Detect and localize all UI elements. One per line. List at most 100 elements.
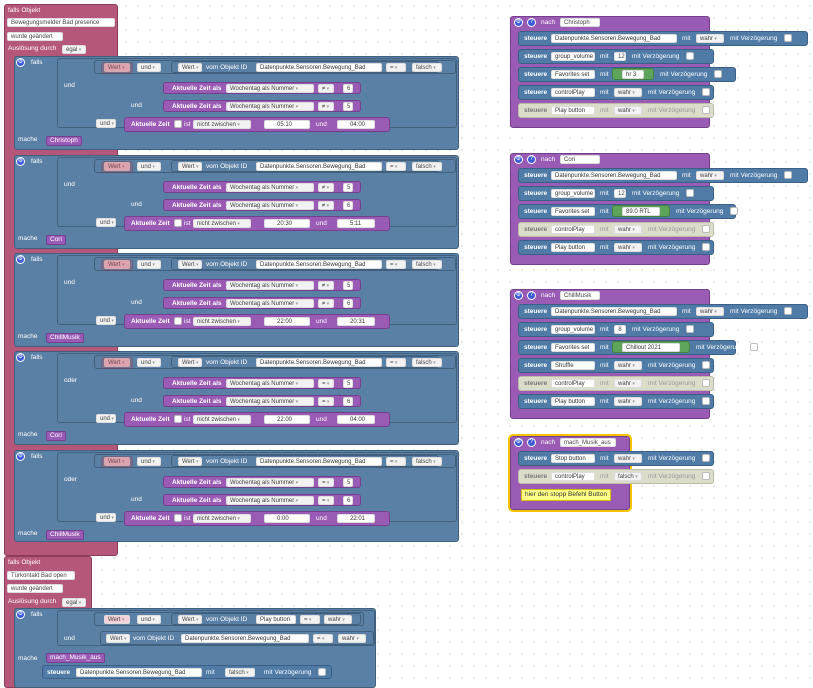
boolean-dropdown[interactable]: falsch bbox=[412, 260, 442, 269]
target-field[interactable]: Play button bbox=[551, 397, 595, 406]
weekday-dropdown[interactable]: Wochentag als Nummer bbox=[226, 379, 314, 388]
operator-dropdown[interactable]: ≠ bbox=[318, 183, 334, 192]
gear-icon[interactable]: ⚙ bbox=[16, 255, 25, 264]
value-dropdown[interactable]: Wert bbox=[104, 260, 130, 269]
checkbox[interactable] bbox=[174, 317, 182, 325]
gear-icon[interactable]: ⚙ bbox=[16, 452, 25, 461]
time-end-field[interactable]: 5:11 bbox=[337, 219, 375, 228]
checkbox[interactable] bbox=[174, 415, 182, 423]
event-object-field[interactable]: Bewegungsmelder Bad presence bbox=[7, 18, 115, 27]
weekday-dropdown[interactable]: Wochentag als Nummer bbox=[226, 84, 314, 93]
checkbox[interactable] bbox=[702, 472, 710, 480]
object-id-field[interactable]: Datenpunkte.Sensoren.Bewegung_Bad bbox=[181, 634, 309, 643]
object-id-field[interactable]: Play button bbox=[256, 615, 296, 624]
logic-dropdown[interactable]: und bbox=[96, 513, 116, 522]
number-field[interactable]: 6 bbox=[343, 397, 353, 406]
function-call-4[interactable]: ChillMusik bbox=[46, 530, 84, 540]
time-end-field[interactable]: 04:00 bbox=[337, 415, 375, 424]
logic-dropdown[interactable]: und bbox=[96, 119, 116, 128]
target-field[interactable]: Shuffle bbox=[551, 361, 595, 370]
checkbox[interactable] bbox=[784, 171, 792, 179]
value-dropdown[interactable]: wahr bbox=[614, 454, 642, 463]
function-call-1[interactable]: Cori bbox=[46, 235, 66, 245]
value-dropdown[interactable]: falsch bbox=[614, 472, 642, 481]
number-field[interactable]: 5 bbox=[343, 102, 353, 111]
und-dropdown[interactable]: und bbox=[137, 457, 161, 466]
checkbox[interactable] bbox=[714, 70, 722, 78]
operator-dropdown[interactable]: ≠ bbox=[318, 299, 334, 308]
time-between-block[interactable] bbox=[124, 117, 390, 132]
number-field[interactable]: 5 bbox=[343, 478, 353, 487]
target-field[interactable]: Stop button bbox=[551, 454, 595, 463]
time-end-field[interactable]: 04:00 bbox=[337, 120, 375, 129]
operator-dropdown[interactable]: ≠ bbox=[318, 201, 334, 210]
checkbox[interactable] bbox=[702, 88, 710, 96]
event-changed-field[interactable]: wurde geändert bbox=[7, 584, 63, 593]
boolean-dropdown[interactable]: falsch bbox=[412, 358, 442, 367]
gear-icon[interactable]: ⚙ bbox=[16, 157, 25, 166]
operator-dropdown[interactable]: ≠ bbox=[318, 84, 334, 93]
value-dropdown[interactable]: wahr bbox=[614, 225, 642, 234]
number-field[interactable]: 8 bbox=[614, 325, 626, 334]
operator-dropdown[interactable]: = bbox=[386, 457, 406, 466]
operator-dropdown[interactable]: = bbox=[386, 162, 406, 171]
between-dropdown[interactable]: nicht zwischen bbox=[193, 219, 251, 228]
checkbox[interactable] bbox=[702, 379, 710, 387]
target-field[interactable]: group_volume bbox=[551, 189, 595, 198]
checkbox[interactable] bbox=[318, 668, 326, 676]
logic-dropdown[interactable]: und bbox=[96, 414, 116, 423]
target-field[interactable]: Favorites set bbox=[551, 343, 595, 352]
value-dropdown[interactable]: wahr bbox=[696, 171, 724, 180]
value-dropdown[interactable]: wahr bbox=[614, 243, 642, 252]
checkbox[interactable] bbox=[174, 514, 182, 522]
logic-dropdown[interactable]: und bbox=[96, 316, 116, 325]
time-between-block[interactable] bbox=[124, 216, 390, 231]
function-call-0[interactable]: Christoph bbox=[46, 136, 82, 146]
checkbox[interactable] bbox=[784, 307, 792, 315]
wert-dropdown[interactable]: Wert bbox=[178, 162, 202, 171]
gear-icon[interactable]: ⚙ bbox=[16, 353, 25, 362]
object-id-field[interactable]: Datenpunkte.Sensoren.Bewegung_Bad bbox=[256, 358, 382, 367]
object-id-field[interactable]: Datenpunkte.Sensoren.Bewegung_Bad bbox=[256, 162, 382, 171]
function-call-2[interactable]: ChillMusik bbox=[46, 333, 84, 343]
operator-dropdown[interactable]: = bbox=[318, 496, 334, 505]
gear-icon[interactable]: ⚙ bbox=[514, 291, 523, 300]
checkbox[interactable] bbox=[686, 325, 694, 333]
value-dropdown[interactable]: wahr bbox=[696, 307, 724, 316]
operator-dropdown[interactable]: = bbox=[313, 634, 333, 643]
boolean-dropdown[interactable]: wahr bbox=[324, 615, 352, 624]
value-dropdown[interactable]: Wert bbox=[104, 63, 130, 72]
checkbox[interactable] bbox=[702, 454, 710, 462]
target-field[interactable]: controlPlay bbox=[551, 225, 595, 234]
gear-icon[interactable]: ⚙ bbox=[16, 610, 25, 619]
checkbox[interactable] bbox=[174, 120, 182, 128]
time-between-block[interactable] bbox=[124, 511, 390, 526]
target-field[interactable]: Favorites set bbox=[551, 207, 595, 216]
wert-dropdown[interactable]: Wert bbox=[178, 615, 202, 624]
wert-dropdown[interactable]: Wert bbox=[178, 63, 202, 72]
number-field[interactable]: 12 bbox=[614, 189, 626, 198]
number-field[interactable]: 6 bbox=[343, 84, 353, 93]
number-field[interactable]: 12 bbox=[614, 52, 626, 61]
object-id-field[interactable]: Datenpunkte.Sensoren.Bewegung_Bad bbox=[256, 457, 382, 466]
operator-dropdown[interactable]: = bbox=[386, 63, 406, 72]
checkbox[interactable] bbox=[702, 397, 710, 405]
wert-dropdown[interactable]: Wert bbox=[178, 358, 202, 367]
target-field[interactable]: controlPlay bbox=[551, 88, 595, 97]
operator-dropdown[interactable]: ≠ bbox=[318, 281, 334, 290]
event-object-field[interactable]: Türkontakt Bad open bbox=[7, 571, 75, 580]
between-dropdown[interactable]: nicht zwischen bbox=[193, 415, 251, 424]
between-dropdown[interactable]: nicht zwischen bbox=[193, 317, 251, 326]
checkbox[interactable] bbox=[174, 219, 182, 227]
help-icon[interactable]: ? bbox=[527, 18, 536, 27]
operator-dropdown[interactable]: = bbox=[386, 358, 406, 367]
number-field[interactable]: 6 bbox=[343, 299, 353, 308]
value-dropdown[interactable]: wahr bbox=[614, 397, 642, 406]
operator-dropdown[interactable]: = bbox=[300, 615, 320, 624]
target-field[interactable]: Datenpunkte.Sensoren.Bewegung_Bad bbox=[551, 171, 677, 180]
weekday-dropdown[interactable]: Wochentag als Nummer bbox=[226, 478, 314, 487]
checkbox[interactable] bbox=[702, 106, 710, 114]
text-value-field[interactable]: hr 3 bbox=[622, 70, 644, 79]
und-dropdown[interactable]: und bbox=[137, 63, 161, 72]
trigger-dropdown[interactable]: egal bbox=[62, 45, 86, 54]
